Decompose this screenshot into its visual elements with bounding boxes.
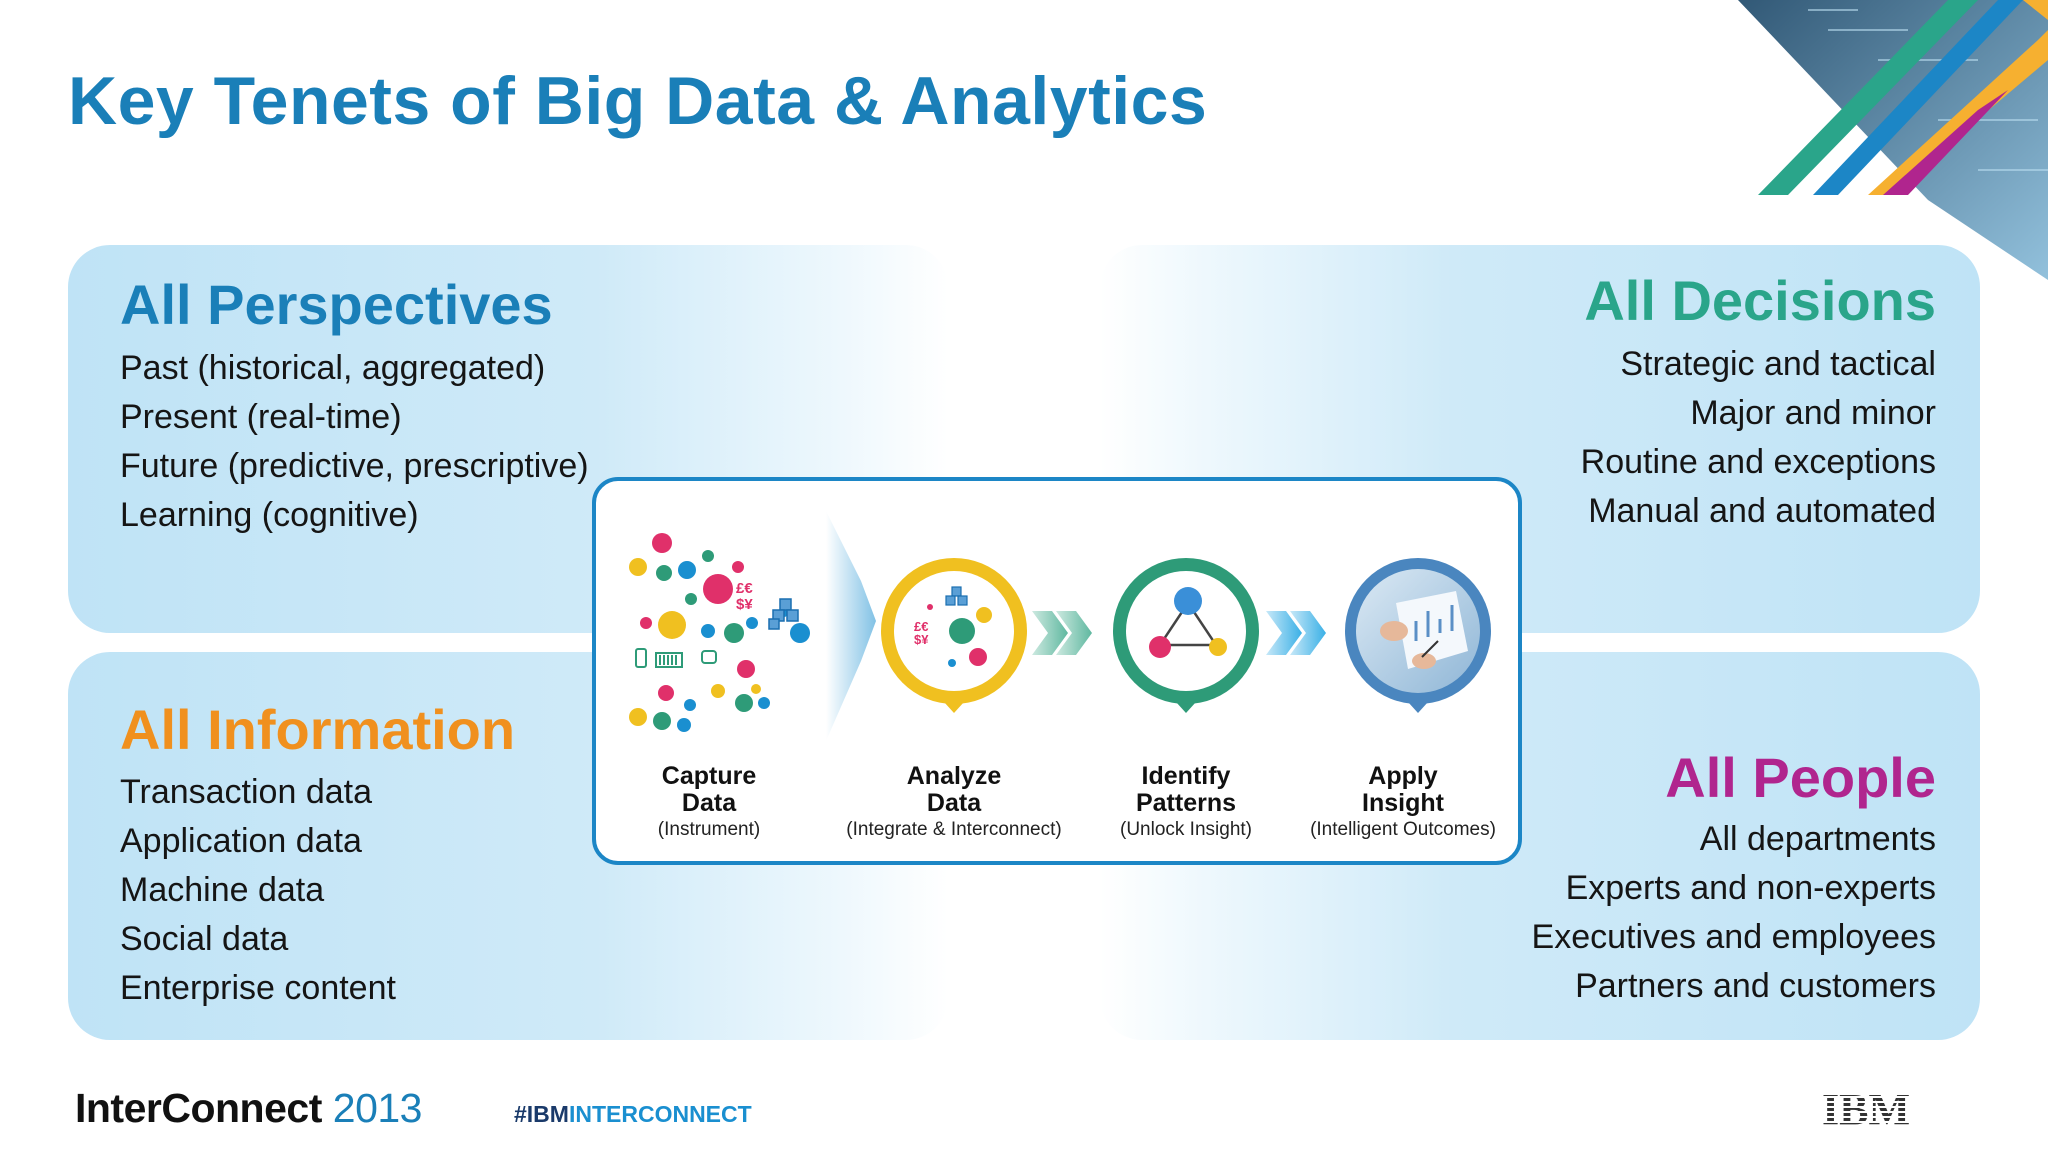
information-heading: All Information: [120, 698, 516, 761]
people-list: All departments Experts and non-experts …: [1532, 815, 1936, 1011]
step-subtitle: (Unlock Insight): [1120, 819, 1252, 840]
list-item: Partners and customers: [1575, 967, 1936, 1005]
step-subtitle: (Integrate & Interconnect): [846, 819, 1062, 840]
ibm-logo-text: IBM: [1822, 1088, 1910, 1128]
step-subtitle: (Instrument): [657, 819, 761, 840]
list-item: Application data: [120, 822, 362, 860]
perspectives-list: Past (historical, aggregated) Present (r…: [120, 344, 589, 540]
currency-glyph: £€: [914, 619, 928, 634]
chevron-right-icon: [1032, 611, 1092, 655]
step-title: Apply Insight: [1362, 762, 1444, 817]
step-title: Capture Data: [661, 762, 757, 817]
list-item: Manual and automated: [1588, 492, 1936, 530]
list-item: Enterprise content: [120, 969, 396, 1007]
pattern-pin-icon: [1113, 558, 1259, 713]
decisions-heading: All Decisions: [1584, 269, 1936, 332]
list-item: Present (real-time): [120, 398, 402, 436]
list-item: Social data: [120, 920, 289, 958]
hashtag: #IBMINTERCONNECT: [514, 1101, 752, 1128]
step-title: Identify Patterns: [1135, 762, 1237, 817]
step-subtitle: (Intelligent Outcomes): [1310, 819, 1496, 840]
perspectives-heading: All Perspectives: [120, 273, 553, 336]
ibm-logo: IBM: [1822, 1088, 1910, 1128]
list-item: Experts and non-experts: [1565, 869, 1936, 907]
step-analyze-data: Analyze Data (Integrate & Interconnect): [824, 763, 1084, 842]
process-diagram: £€ $¥ £€ $¥: [592, 477, 1522, 865]
list-item: Routine and exceptions: [1580, 443, 1936, 481]
process-graphics: £€ $¥ £€ $¥: [629, 511, 1491, 741]
list-item: Major and minor: [1690, 394, 1936, 432]
information-list: Transaction data Application data Machin…: [120, 768, 396, 1013]
hashtag-prefix: #IBM: [514, 1101, 569, 1127]
funnel-beam: [826, 511, 876, 741]
currency-glyph: £€: [736, 580, 753, 597]
list-item: Transaction data: [120, 773, 372, 811]
corner-stripes-graphic: [1738, 0, 2048, 280]
list-item: Executives and employees: [1531, 918, 1936, 956]
brand-year: 2013: [332, 1085, 423, 1131]
list-item: Future (predictive, prescriptive): [120, 447, 589, 485]
currency-glyph: $¥: [736, 596, 753, 613]
step-capture-data: Capture Data (Instrument): [594, 763, 824, 842]
list-item: Past (historical, aggregated): [120, 349, 546, 387]
currency-glyph: $¥: [914, 632, 929, 647]
list-item: Machine data: [120, 871, 325, 909]
list-item: Strategic and tactical: [1620, 345, 1936, 383]
analyze-pin-icon: £€ $¥: [881, 558, 1027, 713]
step-title: Analyze Data: [906, 762, 1002, 817]
list-item: All departments: [1699, 820, 1936, 858]
people-heading: All People: [1665, 746, 1936, 809]
insight-pin-icon: [1345, 558, 1491, 713]
interconnect-logo: InterConnect 2013: [75, 1085, 422, 1132]
list-item: Learning (cognitive): [120, 496, 419, 534]
hashtag-suffix: INTERCONNECT: [568, 1101, 752, 1127]
data-scatter-icon: £€ $¥: [629, 533, 810, 732]
chevron-right-icon: [1266, 611, 1326, 655]
decisions-list: Strategic and tactical Major and minor R…: [1581, 340, 1936, 536]
step-apply-insight: Apply Insight (Intelligent Outcomes): [1288, 763, 1518, 842]
brand-name: InterConnect: [75, 1085, 322, 1131]
slide-title: Key Tenets of Big Data & Analytics: [68, 63, 1208, 139]
step-identify-patterns: Identify Patterns (Unlock Insight): [1071, 763, 1301, 842]
